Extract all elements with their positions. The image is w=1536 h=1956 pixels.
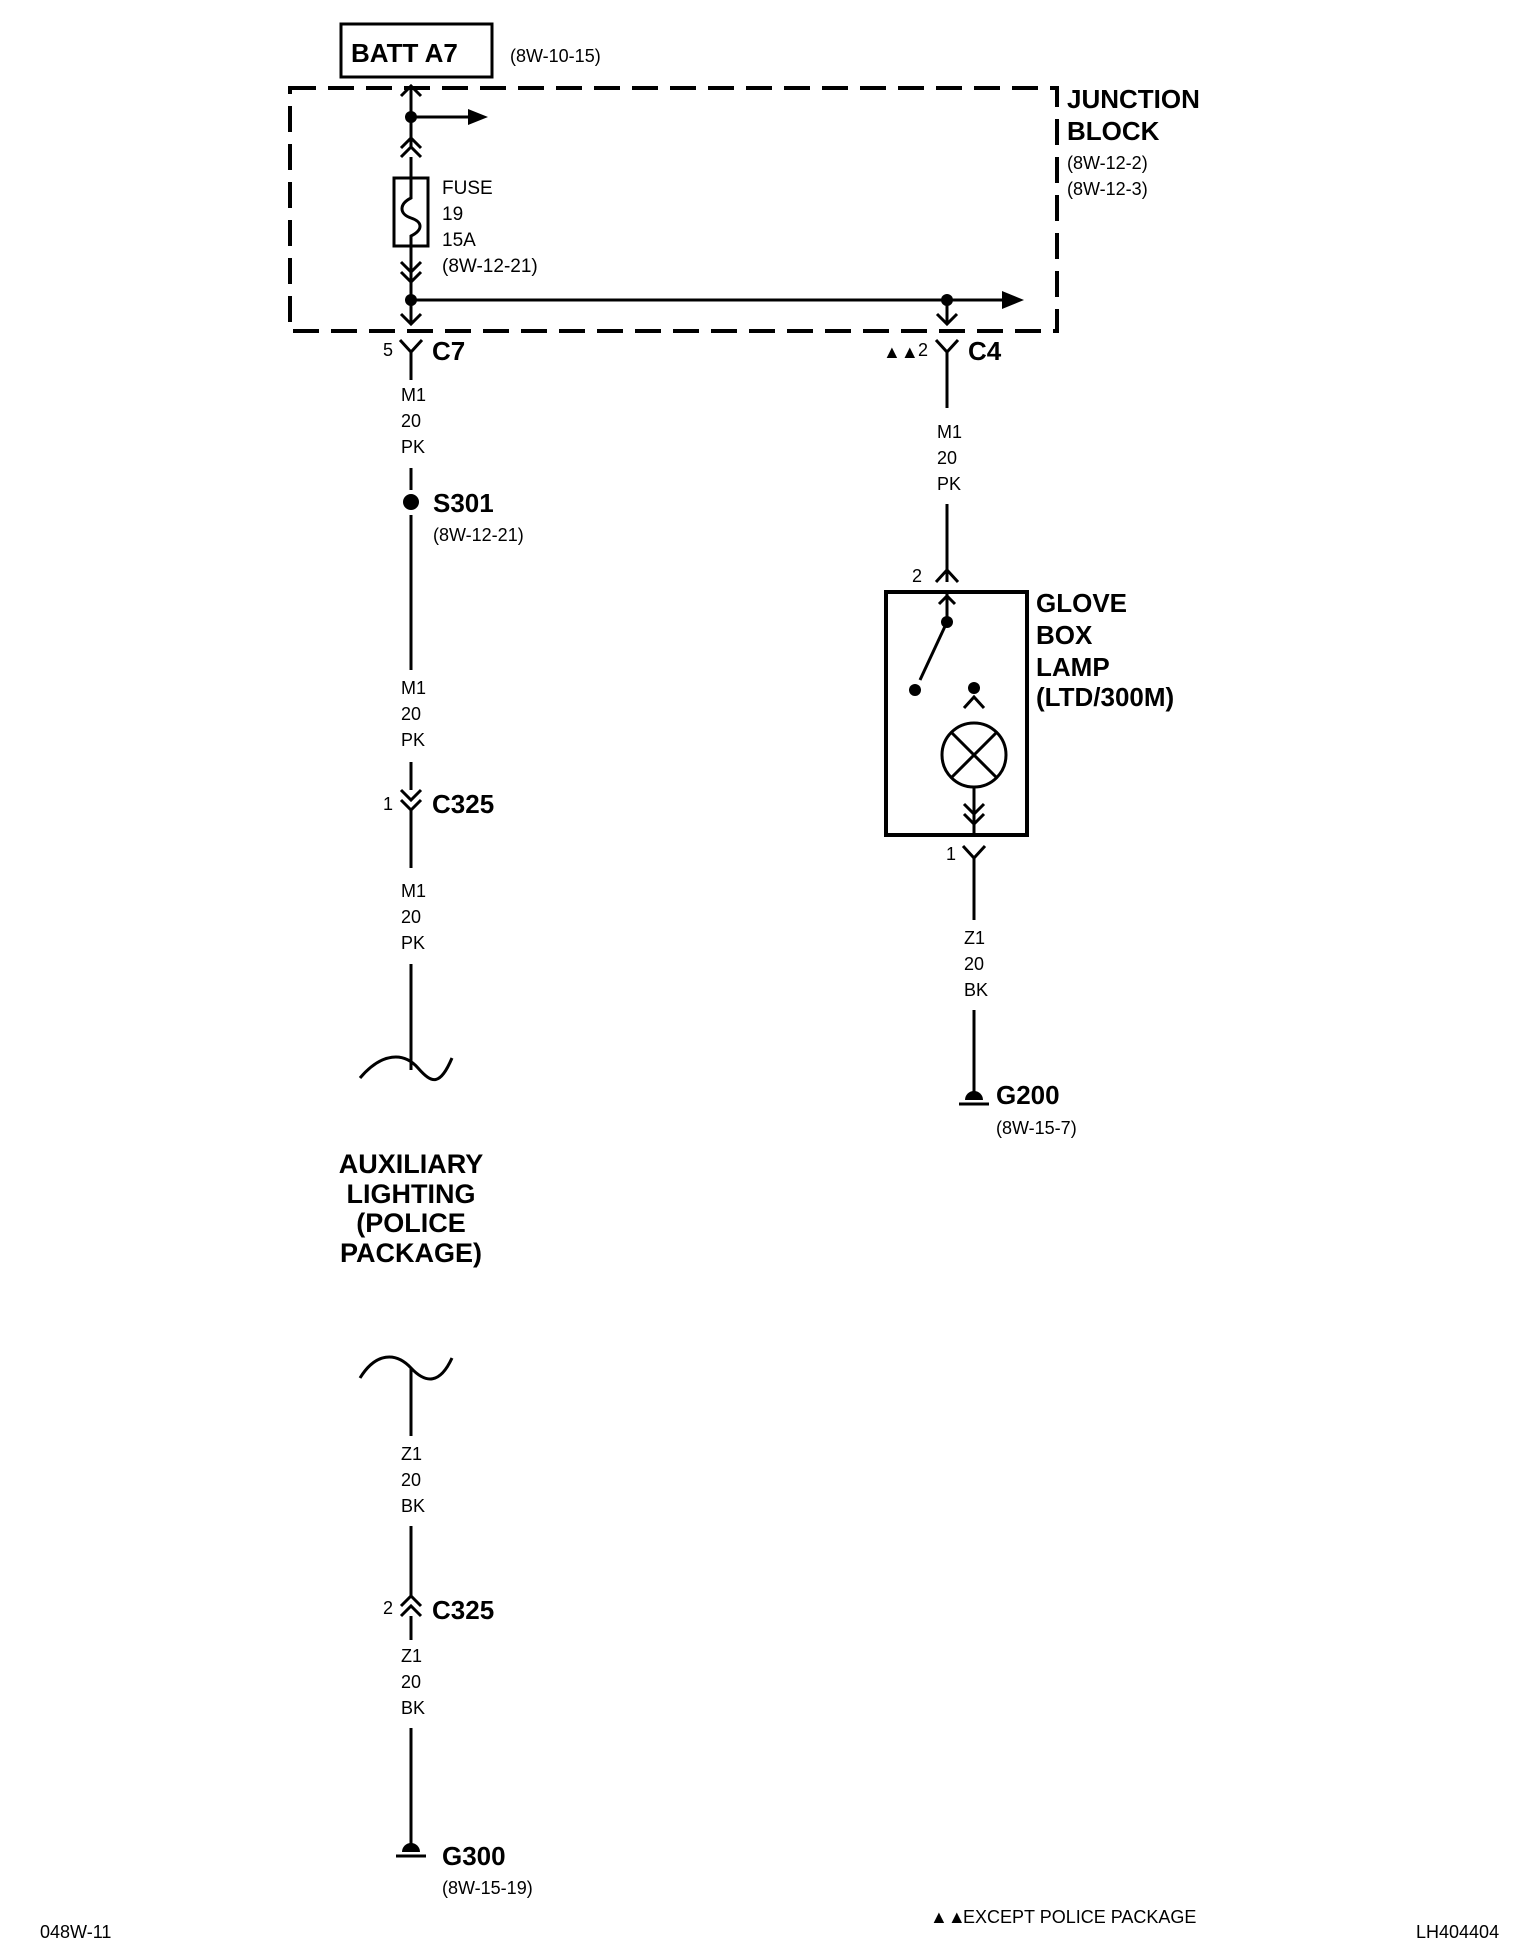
m1-wire-gauge-3: 20 — [401, 907, 421, 927]
c4-pin: 2 — [918, 340, 928, 360]
glove-box-lamp-body — [884, 590, 1029, 837]
ground-g300-name: G300 — [442, 1841, 506, 1871]
fuse-top-connector — [399, 135, 423, 159]
footer-page-id: 048W-11 — [40, 1922, 111, 1942]
lamp-pin1-connector-symbol — [961, 844, 987, 861]
z1-wire-color-2: BK — [401, 1698, 425, 1718]
lamp-switch-lead-arrow — [937, 593, 957, 606]
z1-wire-circuit: Z1 — [401, 1444, 422, 1464]
switch-blade — [918, 621, 949, 681]
fuse-element — [400, 178, 422, 246]
junction-block-ref-1: (8W-12-2) — [1067, 153, 1148, 173]
z1-wire-gauge-2: 20 — [401, 1672, 421, 1692]
fuse-ref: (8W-12-21) — [442, 256, 538, 277]
ground-g300-ref: (8W-15-19) — [442, 1878, 533, 1898]
m1-wire-circuit: M1 — [401, 385, 426, 405]
ground-g300-symbol — [402, 1843, 420, 1852]
c4-connector-symbol — [934, 338, 960, 355]
m1-wire-circuit-3: M1 — [401, 881, 426, 901]
aux-lighting-line-2: LIGHTING — [347, 1179, 476, 1209]
junction-block-outline — [288, 86, 1059, 333]
fuse-bottom-connector — [399, 260, 423, 285]
lamp-top-connector — [934, 567, 960, 584]
splice-s301-name: S301 — [433, 488, 494, 518]
c4-marker: ▲▲ — [883, 342, 919, 362]
glove-box-lamp-label-4: (LTD/300M) — [1036, 682, 1174, 712]
battery-feed-arrow — [399, 83, 423, 98]
ground-g200-name: G200 — [996, 1080, 1060, 1110]
fuse-label-2: 19 — [442, 204, 463, 225]
c325-b-connector-symbol — [399, 1593, 423, 1618]
splice-s301-ref: (8W-12-21) — [433, 525, 524, 545]
z1-wire-circuit-2: Z1 — [401, 1646, 422, 1666]
z1-wire-gauge: 20 — [401, 1470, 421, 1490]
m1-wire-color-3: PK — [401, 933, 425, 953]
lamp-pin-bottom: 1 — [946, 844, 956, 864]
z1-wire-color: BK — [401, 1496, 425, 1516]
ground-g200-ref: (8W-15-7) — [996, 1118, 1077, 1138]
battery-label: BATT A7 — [351, 38, 458, 68]
fuse-label-1: FUSE — [442, 178, 493, 199]
glove-box-lamp-label-3: LAMP — [1036, 652, 1110, 682]
m1-wire-right-color: PK — [937, 474, 961, 494]
break-symbol-bottom — [358, 1355, 454, 1381]
switch-contact-dot — [909, 684, 921, 696]
ground-g200-symbol — [965, 1091, 983, 1100]
c7-name: C7 — [432, 336, 465, 366]
lamp-pin-top: 2 — [912, 566, 922, 586]
lamp-feed-dot — [968, 682, 980, 694]
aux-lighting-line-1: AUXILIARY — [339, 1149, 484, 1179]
glove-box-lamp-label-1: GLOVE — [1036, 588, 1127, 618]
footer-legend-text: EXCEPT POLICE PACKAGE — [963, 1907, 1196, 1927]
z1-wire-right-circuit: Z1 — [964, 928, 985, 948]
c4-drop-arrow — [935, 312, 959, 327]
m1-wire-color-2: PK — [401, 730, 425, 750]
lamp-feed-connector — [962, 694, 986, 710]
c325-b-pin: 2 — [383, 1598, 393, 1618]
c325-a-connector-symbol — [399, 788, 423, 813]
footer-legend-marker: ▲▲ — [930, 1907, 966, 1927]
c325-a-name: C325 — [432, 789, 494, 819]
bus-arrowhead — [1002, 291, 1024, 309]
m1-wire-right-circuit: M1 — [937, 422, 962, 442]
z1-wire-right-gauge: 20 — [964, 954, 984, 974]
c325-b-name: C325 — [432, 1595, 494, 1625]
m1-wire-gauge-2: 20 — [401, 704, 421, 724]
z1-wire-right-color: BK — [964, 980, 988, 1000]
aux-lighting-line-3: (POLICE — [356, 1208, 466, 1238]
c7-connector-symbol — [398, 338, 424, 355]
bus-branch-arrowhead — [468, 109, 488, 125]
m1-wire-gauge: 20 — [401, 411, 421, 431]
battery-ref: (8W-10-15) — [510, 46, 601, 66]
junction-block-title-2: BLOCK — [1067, 116, 1160, 146]
junction-block-ref-2: (8W-12-3) — [1067, 179, 1148, 199]
c325-a-pin: 1 — [383, 794, 393, 814]
glove-box-lamp-label-2: BOX — [1036, 620, 1093, 650]
m1-wire-right-gauge: 20 — [937, 448, 957, 468]
footer-figure-id: LH404404 — [1416, 1922, 1499, 1942]
splice-s301-dot — [403, 494, 419, 510]
m1-wire-color: PK — [401, 437, 425, 457]
battery-box — [339, 22, 494, 79]
c7-drop-arrow — [399, 312, 423, 327]
fuse-label-3: 15A — [442, 230, 476, 251]
c4-name: C4 — [968, 336, 1002, 366]
break-symbol-top — [358, 1055, 454, 1081]
aux-lighting-line-4: PACKAGE) — [340, 1238, 482, 1268]
junction-block-title-1: JUNCTION — [1067, 84, 1200, 114]
m1-wire-circuit-2: M1 — [401, 678, 426, 698]
lamp-bulb-filament — [949, 730, 999, 780]
c7-pin: 5 — [383, 340, 393, 360]
